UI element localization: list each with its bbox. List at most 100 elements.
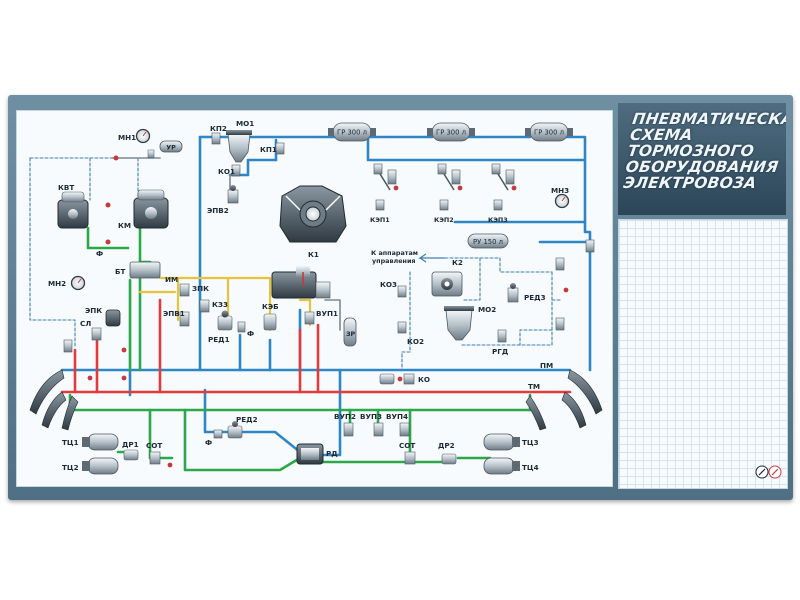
pressure-gauge-icon: МН1 <box>118 128 151 144</box>
valve-keb: КЭБ <box>262 302 279 331</box>
valve-ko1: КО1 <box>218 164 241 177</box>
vup4-label: ВУП4 <box>386 412 408 421</box>
signaling-sot2: СОТ <box>399 441 415 465</box>
mo1-label: МО1 <box>236 119 254 128</box>
valve-kz3: КЗ3 <box>199 299 228 313</box>
mn1-label: МН1 <box>118 133 136 142</box>
f3-label: Ф <box>205 438 212 447</box>
ru-label: РУ 150 л <box>473 238 503 246</box>
reservoir-gr2: ГР 300 л <box>427 122 475 142</box>
brake-cylinder-icon: ТЦ3 <box>483 433 539 451</box>
tc2-label: ТЦ2 <box>62 463 79 472</box>
red3-label: РЕД3 <box>524 293 546 302</box>
gr3-label: ГР 300 л <box>534 129 564 137</box>
km-label: КМ <box>118 221 131 230</box>
tc3-label: ТЦ3 <box>522 438 539 447</box>
oil-separator-mo1: МО1 <box>226 119 254 163</box>
valve-epv1: ЭПВ1 <box>163 309 190 327</box>
sot1-label: СОТ <box>146 441 162 450</box>
valve-icon <box>63 339 127 381</box>
to-apparatus-label-2: управления <box>372 257 416 265</box>
epv2-label: ЭПВ2 <box>207 206 229 215</box>
kep-valves: КЭП1 КЭП2 КЭП3 <box>370 163 517 224</box>
valve-red1: РЕД1 <box>208 310 233 344</box>
valve-sl: СЛ <box>80 319 102 341</box>
to-apparatus-label-1: К аппаратам <box>371 249 418 257</box>
kp2-label: КП2 <box>210 124 227 133</box>
reservoir-gr1: ГР 300 л <box>328 122 376 142</box>
main-reservoirs: ГР 300 л ГР 300 л ГР 300 л РУ 150 л <box>328 122 573 249</box>
vup3-label: ВУП3 <box>360 412 382 421</box>
valve-vup1: ВУП1 <box>304 309 338 325</box>
gr1-label: ГР 300 л <box>337 129 367 137</box>
valve-red3: РЕД3 <box>507 283 546 303</box>
valve-icon: Ф <box>96 202 111 258</box>
driver-brake-valve-kvt: КВТ <box>57 183 89 229</box>
dr2-label: ДР2 <box>438 441 455 450</box>
title-panel: ПНЕВМАТИЧЕСКАЯ СХЕМА ТОРМОЗНОГО ОБОРУДОВ… <box>618 103 786 215</box>
brake-cylinder-icon: ТЦ4 <box>483 457 539 475</box>
arrow-to-apparatus: К аппаратам управления <box>371 249 445 265</box>
rd-label: РД <box>326 449 338 458</box>
tc4-label: ТЦ4 <box>522 463 539 472</box>
valve-red2: РЕД2 <box>227 415 258 439</box>
kvt-label: КВТ <box>58 183 74 192</box>
hose-icon <box>29 369 79 431</box>
ko3-label: КО3 <box>380 280 397 289</box>
ko1-label: КО1 <box>218 167 235 176</box>
brake-cylinder-icon: ТЦ1 <box>62 433 119 451</box>
hose-icon <box>525 369 603 431</box>
valve-icon <box>113 149 155 161</box>
keb-label: КЭБ <box>262 302 279 311</box>
mo2-label: МО2 <box>478 305 496 314</box>
sot2-label: СОТ <box>399 441 415 450</box>
kep2-label: КЭП2 <box>434 216 454 224</box>
kp1-label: КП1 <box>260 145 277 154</box>
zpk-label: ЗПК <box>192 284 209 293</box>
kep1-label: КЭП1 <box>370 216 390 224</box>
pressure-gauge-icon: МН2 <box>48 275 86 291</box>
ko-label: КО <box>418 375 430 384</box>
compressor-icon: К1 <box>279 185 347 259</box>
valve-ko2: КО2 <box>397 321 424 346</box>
mn2-label: МН2 <box>48 279 66 288</box>
valve-ko: КО <box>379 373 430 385</box>
valve-epv2: ЭПВ2 <box>207 185 239 215</box>
ur-label: УР <box>166 144 176 152</box>
reservoir-gr3: ГР 300 л <box>525 122 573 142</box>
im-label: ИМ <box>165 275 178 284</box>
grid-panel <box>618 219 788 489</box>
red1-label: РЕД1 <box>208 335 230 344</box>
f1-label: Ф <box>96 249 103 258</box>
air-distributor <box>271 266 331 299</box>
zr-label: ЗР <box>346 330 356 338</box>
compressor-k2: К2 <box>431 258 463 297</box>
filter-f2: Ф <box>237 321 254 338</box>
reservoir-ru: РУ 150 л <box>467 233 509 249</box>
oil-separator-mo2: МО2 <box>444 305 496 341</box>
logo-icon <box>755 465 782 479</box>
valve-vup4: ВУП4 <box>386 412 410 437</box>
reservoir-ur: УР <box>159 140 183 153</box>
throttle-dr1: ДР1 <box>122 440 139 461</box>
dr1-label: ДР1 <box>122 440 139 449</box>
signaling-sot1: СОТ <box>146 441 173 468</box>
valve-zpk: ЗПК <box>179 283 209 297</box>
epv1-label: ЭПВ1 <box>163 309 185 318</box>
tm-label: ТМ <box>528 382 540 391</box>
mn3-label: МН3 <box>551 186 569 195</box>
k1-label: К1 <box>308 250 319 259</box>
throttle-dr2: ДР2 <box>438 441 457 465</box>
bt-label: БТ <box>115 267 125 276</box>
valve-kep1: КЭП1 <box>370 163 399 224</box>
valve-ko3: КО3 <box>380 280 407 298</box>
pressure-gauge-icon: МН3 <box>551 186 569 209</box>
epk-label: ЭПК <box>85 306 102 315</box>
f2-label: Ф <box>247 329 254 338</box>
driver-brake-valve-km: КМ <box>118 189 169 230</box>
red2-label: РЕД2 <box>236 415 258 424</box>
ko2-label: КО2 <box>407 337 424 346</box>
rgd-label: РГД <box>492 347 508 356</box>
valve-epk: ЭПК <box>85 306 121 327</box>
